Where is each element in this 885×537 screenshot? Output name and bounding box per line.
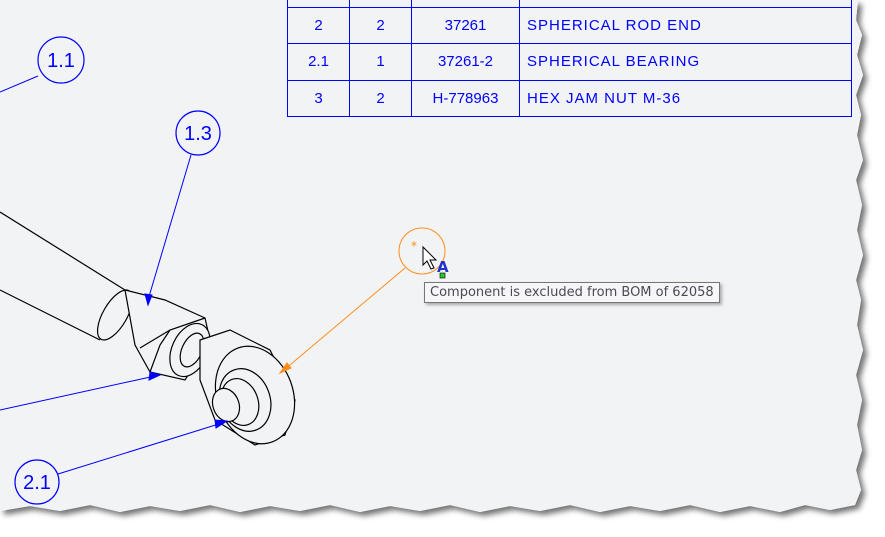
part-number-cell: H-778963 (411, 79, 520, 117)
arrow-cursor-with-note-icon: A (422, 245, 449, 279)
description-cell: HEX JAM NUT M-36 (519, 79, 852, 117)
balloon-2-1[interactable]: 2.1 (14, 459, 60, 505)
table-row[interactable]: 3 2 H-778963 HEX JAM NUT M-36 (287, 79, 852, 117)
svg-text:*: * (411, 239, 417, 253)
bom-table: 2 2 37261 SPHERICAL ROD END 2.1 1 37261-… (287, 0, 852, 117)
selected-balloon-excluded[interactable]: * (278, 227, 446, 375)
table-row (287, 0, 852, 8)
balloon-label: 2.1 (23, 472, 51, 494)
item-cell: 2.1 (287, 43, 350, 81)
table-row[interactable]: 2.1 1 37261-2 SPHERICAL BEARING (287, 43, 852, 81)
svg-text:A: A (437, 258, 449, 276)
balloon-1-1[interactable]: 1.1 (37, 36, 85, 84)
balloon-label: 1.1 (47, 50, 75, 72)
qty-cell: 2 (349, 6, 412, 44)
table-row[interactable]: 2 2 37261 SPHERICAL ROD END (287, 6, 852, 44)
item-cell: 3 (287, 79, 350, 117)
balloon-1-3[interactable]: 1.3 (175, 110, 221, 156)
part-number-cell: 37261 (411, 6, 520, 44)
description-cell: SPHERICAL BEARING (519, 43, 852, 81)
item-cell: 2 (287, 6, 350, 44)
part-number-cell: 37261-2 (411, 43, 520, 81)
qty-cell: 2 (349, 79, 412, 117)
balloon-leaders (0, 75, 229, 475)
balloon-label: 1.3 (184, 123, 212, 145)
description-cell: SPHERICAL ROD END (519, 6, 852, 44)
qty-cell: 1 (349, 43, 412, 81)
tooltip: Component is excluded from BOM of 62058 (424, 282, 720, 303)
rod-end-assembly[interactable] (0, 211, 308, 455)
